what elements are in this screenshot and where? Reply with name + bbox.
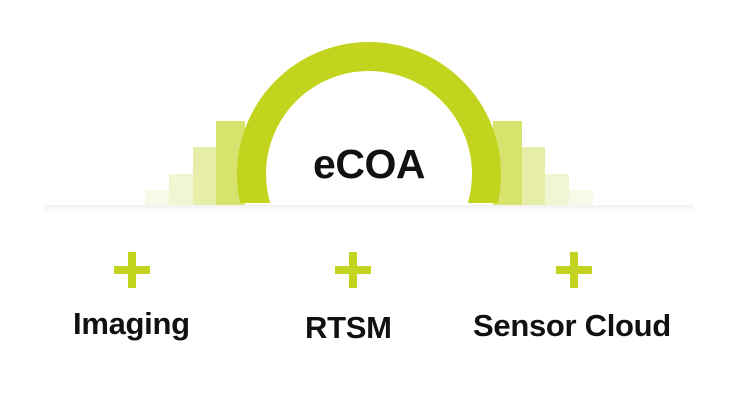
rtsm-label: RTSM — [305, 310, 392, 345]
left-step-2 — [193, 147, 216, 206]
right-step-2 — [522, 147, 545, 206]
imaging-label: Imaging — [73, 306, 190, 341]
ecoa-label: eCOA — [313, 141, 425, 187]
left-step-4 — [145, 190, 169, 206]
right-step-3 — [545, 174, 569, 206]
sensor-cloud-label: Sensor Cloud — [473, 308, 671, 343]
plus-icon — [556, 252, 592, 288]
plus-icon — [114, 252, 150, 288]
baseline-divider — [44, 205, 694, 213]
right-step-4 — [569, 190, 593, 206]
left-step-3 — [169, 174, 193, 206]
plus-icon — [335, 252, 371, 288]
